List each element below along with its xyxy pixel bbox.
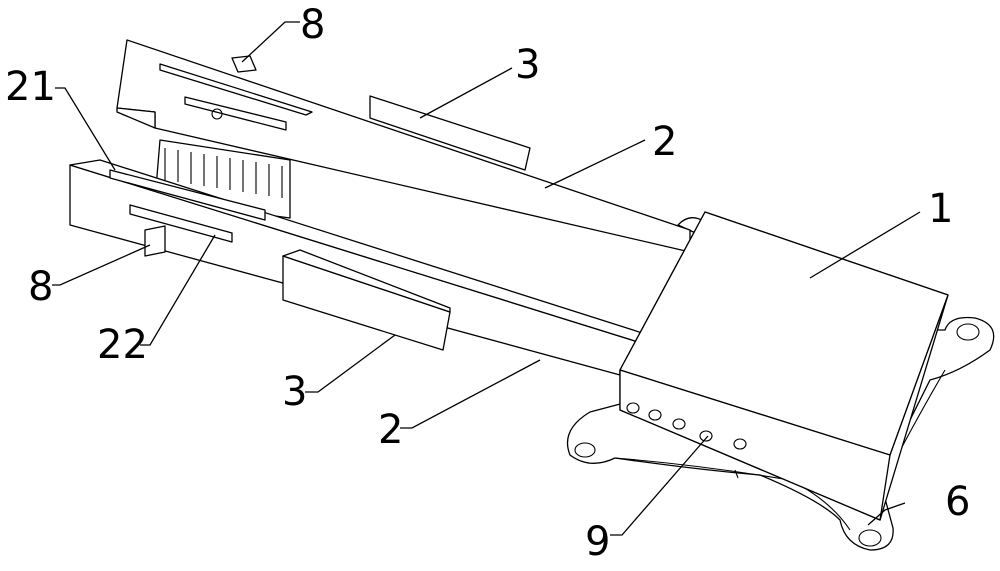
upper-pin: [231, 55, 257, 73]
mount-hole: [574, 442, 596, 458]
upper-arm: [116, 39, 691, 253]
label-1: 1: [928, 186, 953, 232]
label-2-top: 2: [652, 119, 677, 165]
labels: 8 3 21 2 1 8 22 3 2 6 9: [5, 2, 970, 565]
lower-slot: [129, 204, 233, 243]
lower-slot: [109, 169, 266, 221]
label-9: 9: [585, 519, 610, 565]
label-8-bottom: 8: [28, 264, 53, 310]
mount-hole: [858, 529, 882, 547]
lower-pin: [144, 225, 166, 257]
upper-cylinder: [369, 95, 531, 171]
main-housing: [619, 211, 949, 521]
label-3-bottom: 3: [282, 369, 307, 415]
label-21: 21: [5, 64, 56, 110]
label-6: 6: [945, 479, 970, 525]
label-3-top: 3: [515, 42, 540, 88]
label-2-bottom: 2: [378, 407, 403, 453]
label-8-top: 8: [300, 2, 325, 48]
upper-slot: [184, 96, 287, 131]
label-22: 22: [97, 322, 148, 368]
port-holes: [626, 402, 747, 450]
lower-arm: [69, 159, 681, 376]
upper-slot: [159, 63, 313, 116]
mount-hole: [956, 323, 980, 341]
leader-lines: [52, 21, 921, 536]
